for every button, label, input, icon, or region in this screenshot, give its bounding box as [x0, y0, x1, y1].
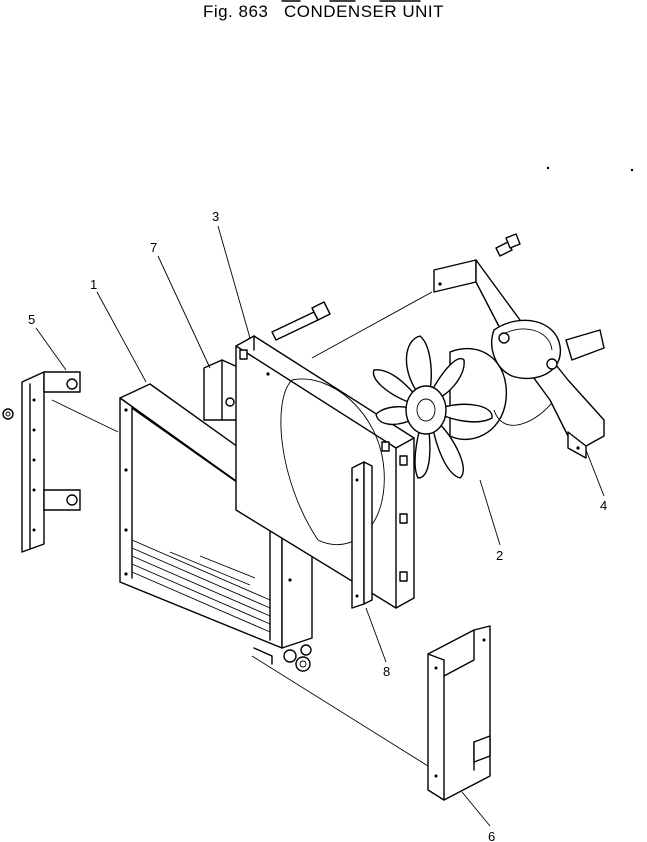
leader-line-8: [365, 607, 387, 663]
callout-label-6: 6: [488, 829, 495, 842]
callout-4: 4: [585, 449, 607, 513]
stray-mark: [546, 166, 550, 170]
callout-label-2: 2: [496, 548, 503, 563]
part-2-fan: [372, 335, 563, 479]
callout-label-1: 1: [90, 277, 97, 292]
callout-label-8: 8: [383, 664, 390, 679]
part-8-bracket-strip: [351, 461, 373, 609]
callout-8: 8: [365, 607, 390, 679]
callout-7: 7: [150, 240, 211, 369]
leader-line-5: [35, 327, 67, 371]
through-bolt: [271, 301, 331, 341]
part-5-left-bracket: [2, 371, 81, 553]
callout-6: 6: [461, 791, 495, 842]
leader-line-3: [217, 225, 251, 339]
callout-1: 1: [90, 277, 147, 383]
leader-line-1: [96, 291, 147, 383]
part-4-motor-bracket: [433, 233, 605, 459]
stray-mark: [630, 168, 634, 172]
leader-bolt-line: [311, 291, 433, 359]
part-6-lower-bracket: [427, 625, 491, 801]
leader-line-2: [479, 479, 501, 546]
leader-1-to-6: [251, 655, 429, 767]
callout-2: 2: [479, 479, 503, 563]
leader-5-to-1: [51, 399, 119, 433]
leader-line-6: [461, 791, 491, 827]
callout-5: 5: [28, 312, 67, 371]
callout-label-3: 3: [212, 209, 219, 224]
part-7-bracket-strip: [203, 359, 241, 421]
callout-label-4: 4: [600, 498, 607, 513]
leader-line-4: [585, 449, 605, 497]
leader-line-7: [157, 255, 211, 369]
callout-label-7: 7: [150, 240, 157, 255]
figure-title: Fig. 863 CONDENSER UNIT: [202, 2, 445, 21]
callout-label-5: 5: [28, 312, 35, 327]
callout-3: 3: [212, 209, 251, 339]
